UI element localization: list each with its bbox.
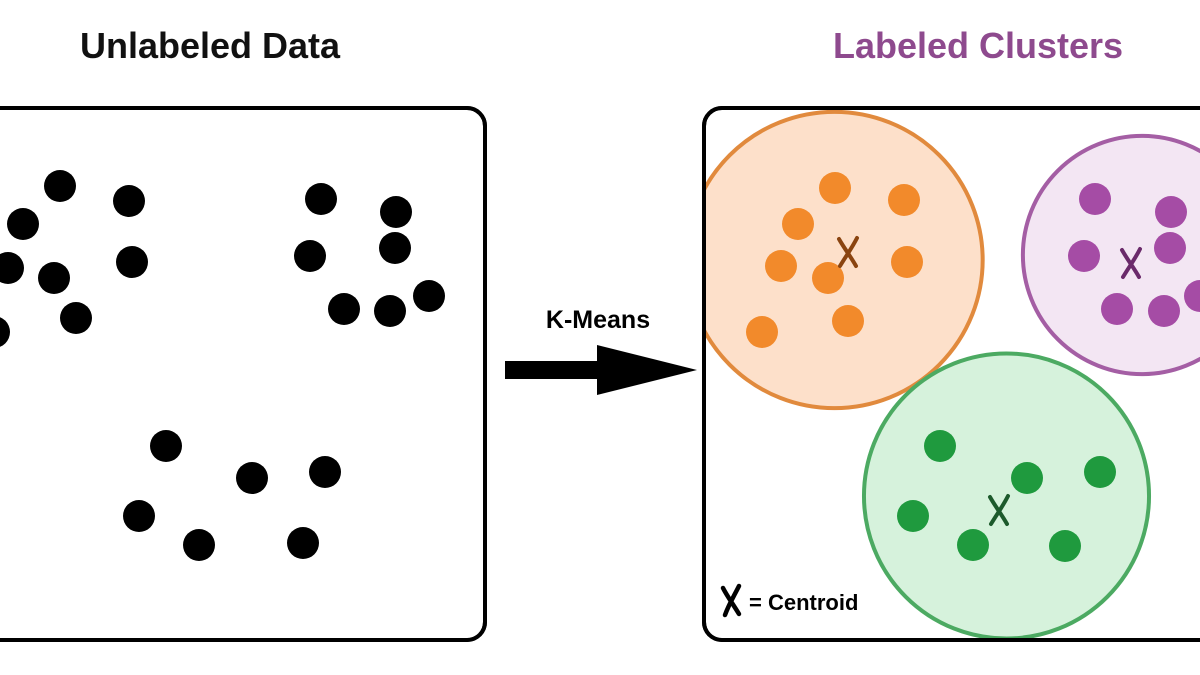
left-panel-title: Unlabeled Data: [80, 25, 341, 66]
legend-label: = Centroid: [749, 590, 858, 615]
cluster-point: [765, 250, 797, 282]
cluster-boundary: [704, 109, 985, 411]
unlabeled-point: [374, 295, 406, 327]
cluster-purple: [1020, 133, 1200, 377]
cluster-point: [1084, 456, 1116, 488]
unlabeled-point: [380, 196, 412, 228]
unlabeled-points: [0, 170, 445, 561]
cluster-point: [819, 172, 851, 204]
left-panel-border: [0, 106, 487, 642]
cluster-point: [897, 500, 929, 532]
cluster-point: [1068, 240, 1100, 272]
cluster-point: [1148, 295, 1180, 327]
cluster-point: [832, 305, 864, 337]
unlabeled-point: [116, 246, 148, 278]
unlabeled-point: [183, 529, 215, 561]
cluster-point: [1101, 293, 1133, 325]
unlabeled-point: [123, 500, 155, 532]
cluster-point: [924, 430, 956, 462]
arrow-label: K-Means: [546, 306, 650, 334]
right-panel-border: [702, 106, 1200, 642]
cluster-point: [1079, 183, 1111, 215]
unlabeled-point: [236, 462, 268, 494]
cluster-point: [957, 529, 989, 561]
clusters: [704, 109, 1200, 640]
unlabeled-point: [0, 316, 10, 348]
centroid-x-icon: [988, 494, 1010, 526]
unlabeled-point: [309, 456, 341, 488]
unlabeled-point: [328, 293, 360, 325]
cluster-point: [782, 208, 814, 240]
unlabeled-point: [7, 208, 39, 240]
unlabeled-point: [379, 232, 411, 264]
cluster-green: [861, 351, 1152, 640]
unlabeled-point: [150, 430, 182, 462]
right-panel-title: Labeled Clusters: [833, 25, 1123, 66]
unlabeled-point: [305, 183, 337, 215]
cluster-point: [812, 262, 844, 294]
cluster-point: [1184, 280, 1200, 312]
cluster-orange: [704, 109, 985, 411]
cluster-point: [1011, 462, 1043, 494]
cluster-point: [891, 246, 923, 278]
unlabeled-point: [294, 240, 326, 272]
unlabeled-point: [38, 262, 70, 294]
kmeans-arrow-icon: [505, 345, 697, 395]
cluster-point: [888, 184, 920, 216]
centroid-x-icon: [1120, 247, 1142, 279]
cluster-point: [1049, 530, 1081, 562]
cluster-point: [1155, 196, 1187, 228]
unlabeled-point: [0, 252, 24, 284]
unlabeled-point: [287, 527, 319, 559]
cluster-point: [746, 316, 778, 348]
centroid-x-icon: [837, 236, 859, 268]
unlabeled-point: [60, 302, 92, 334]
cluster-point: [1154, 232, 1186, 264]
legend: = Centroid: [720, 583, 858, 618]
unlabeled-point: [413, 280, 445, 312]
unlabeled-point: [113, 185, 145, 217]
x-centroid-icon: [720, 583, 742, 618]
unlabeled-point: [44, 170, 76, 202]
